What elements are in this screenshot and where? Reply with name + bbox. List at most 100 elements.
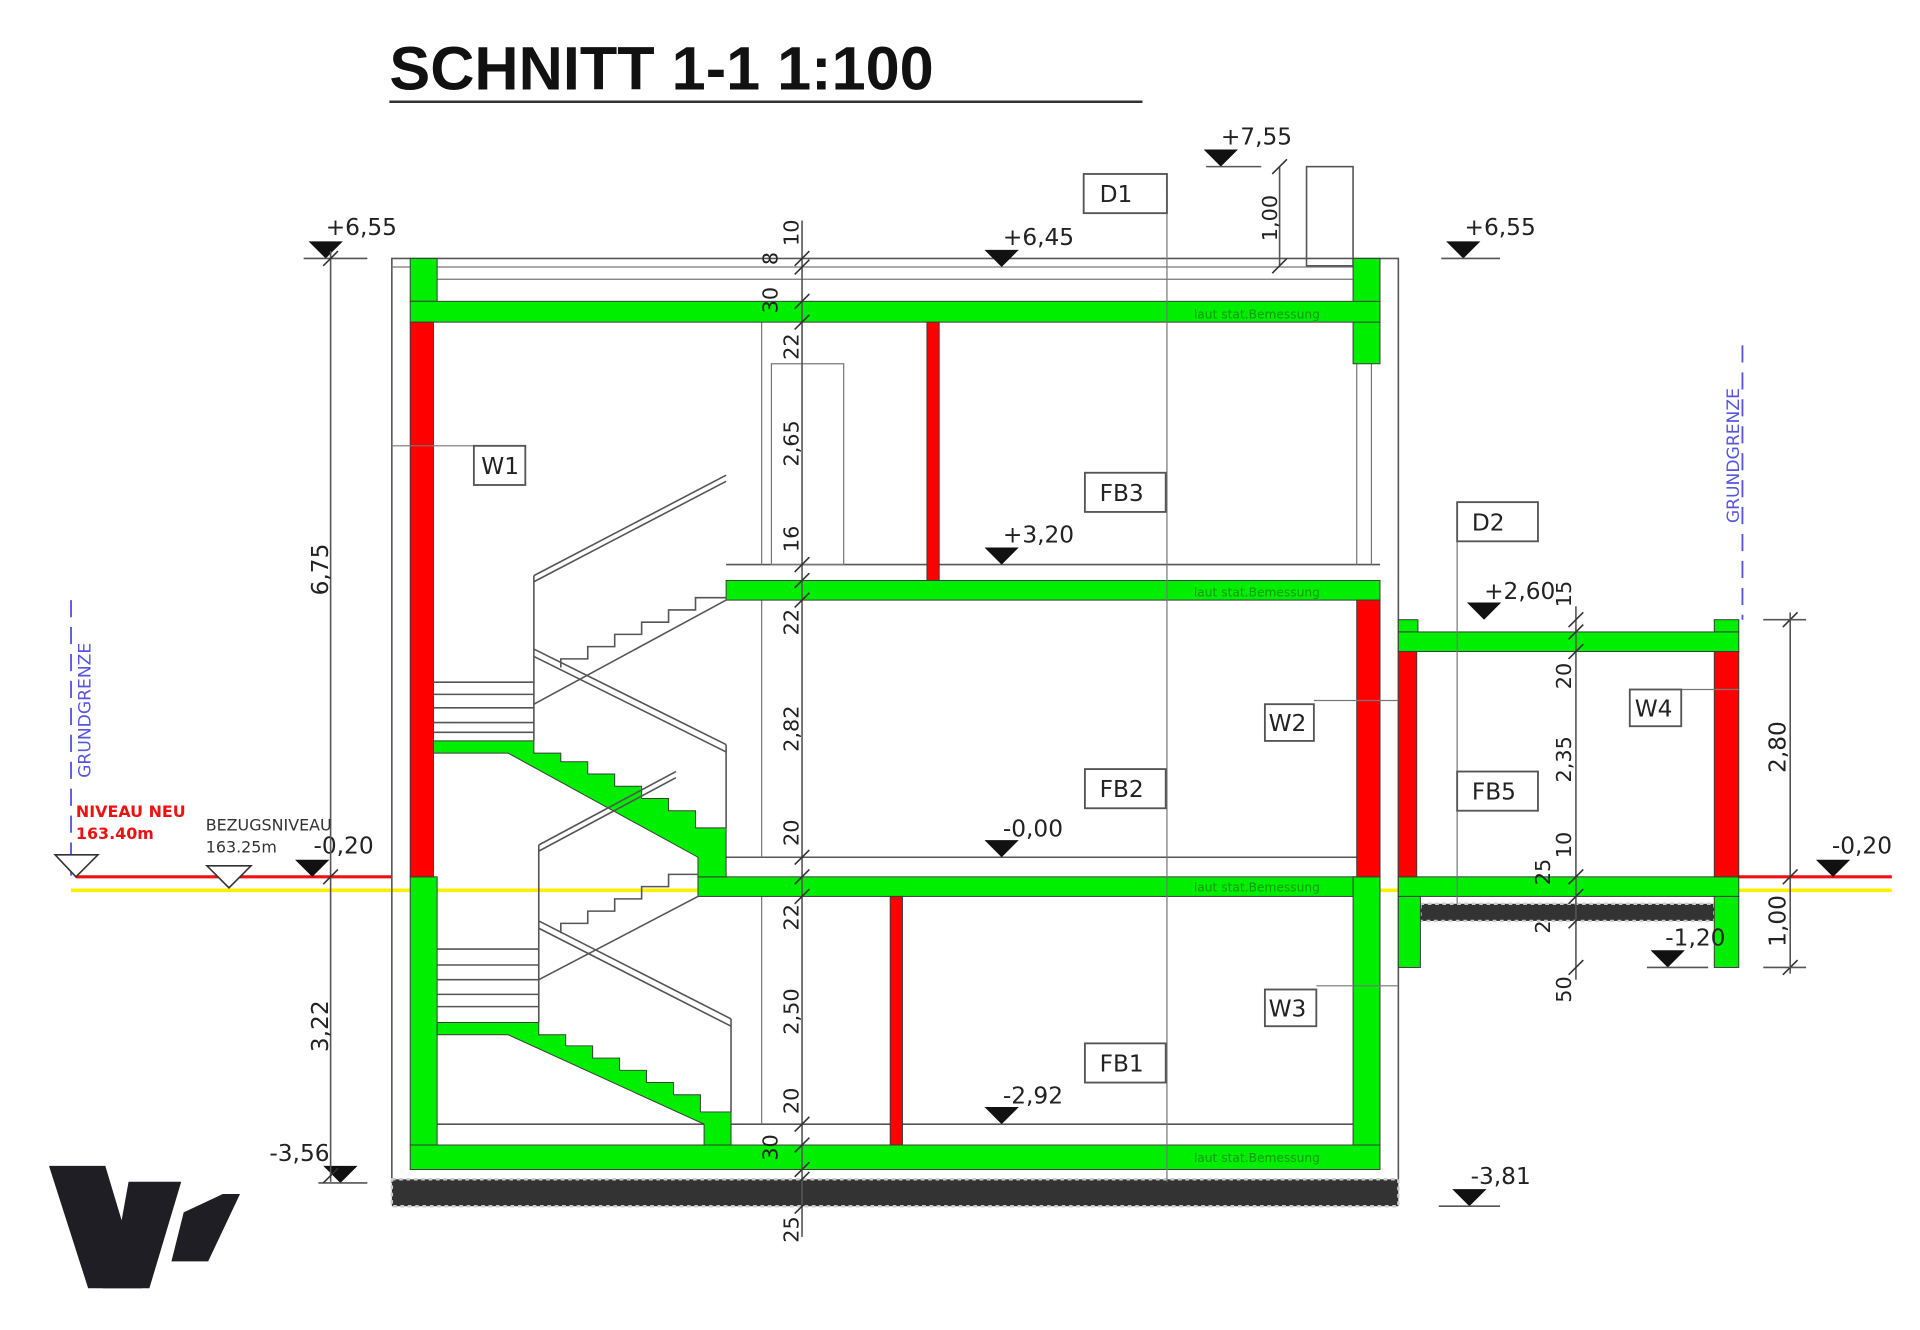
label-d1: D1 <box>1082 173 1168 215</box>
svg-text:FB5: FB5 <box>1472 779 1516 806</box>
svg-text:-3,81: -3,81 <box>1471 1163 1531 1190</box>
dim-overall-lower: 3,22 <box>307 1000 334 1052</box>
svg-text:25: 25 <box>779 1216 803 1242</box>
slab-fb1 <box>409 1144 1381 1170</box>
svg-text:+7,55: +7,55 <box>1221 124 1292 151</box>
svg-text:GRUNDGRENZE: GRUNDGRENZE <box>1724 388 1744 523</box>
slab-note-fb1: laut stat.Bemessung <box>1194 1151 1320 1165</box>
svg-text:22: 22 <box>779 904 803 930</box>
annex-roof-d2 <box>1397 631 1740 653</box>
property-boundary-left: GRUNDGRENZE <box>70 600 96 876</box>
property-boundary-right: GRUNDGRENZE <box>1724 345 1744 620</box>
svg-text:2,82: 2,82 <box>779 706 803 752</box>
level-markers: +6,55 +7,55 +6,45 +6,55 +3,20 +2,60 -0,0… <box>269 124 1892 1208</box>
svg-text:-3,56: -3,56 <box>269 1140 329 1167</box>
svg-text:FB2: FB2 <box>1100 776 1144 803</box>
dim-annex-lower: 1,00 <box>1764 895 1791 947</box>
basement-partition <box>889 895 903 1146</box>
svg-text:30: 30 <box>759 287 783 313</box>
label-w1: W1 <box>472 444 527 486</box>
annex-gravel-bed <box>1420 903 1715 921</box>
svg-text:-2,92: -2,92 <box>1003 1082 1063 1109</box>
svg-text:NIVEAU NEU: NIVEAU NEU <box>76 802 186 821</box>
level-basement-bottom: -3,81 <box>1438 1163 1531 1208</box>
level-annex-roof: +2,60 <box>1466 578 1555 620</box>
slab-fb3 <box>725 580 1381 601</box>
svg-text:20: 20 <box>1552 663 1576 689</box>
upper-stair-flight <box>432 740 727 878</box>
svg-text:+6,45: +6,45 <box>1003 224 1074 251</box>
svg-text:25: 25 <box>1531 859 1555 885</box>
drawing-title: SCHNITT 1-1 1:100 <box>389 34 933 102</box>
svg-text:+6,55: +6,55 <box>326 214 397 241</box>
svg-text:163.40m: 163.40m <box>76 824 154 843</box>
annex-wall-left <box>1397 651 1418 878</box>
svg-text:16: 16 <box>779 526 803 552</box>
level-basement-floor: -2,92 <box>984 1082 1063 1125</box>
level-top-right: +6,55 <box>1441 214 1536 260</box>
basement-wall-w3 <box>1352 876 1381 1146</box>
annex-footing-left <box>1397 895 1421 968</box>
dim-overall-upper: 6,75 <box>307 544 334 596</box>
slab-note-fb2: laut stat.Bemessung <box>1194 881 1320 895</box>
svg-text:-0,00: -0,00 <box>1003 815 1063 842</box>
svg-text:FB3: FB3 <box>1100 480 1144 507</box>
lower-stair-flight <box>436 1022 732 1146</box>
svg-text:10: 10 <box>1552 832 1576 858</box>
svg-text:163.25m: 163.25m <box>206 837 277 856</box>
company-logo <box>48 1165 240 1289</box>
svg-text:FB1: FB1 <box>1100 1051 1144 1078</box>
svg-text:20: 20 <box>779 820 803 846</box>
basement-wall-left <box>409 876 438 1146</box>
label-w4: W4 <box>1628 688 1683 728</box>
slab-note-fb3: laut stat.Bemessung <box>1194 585 1320 599</box>
label-fb2: FB2 <box>1083 768 1167 810</box>
level-annex-foundation: -1,20 <box>1646 924 1725 969</box>
svg-text:+3,20: +3,20 <box>1003 522 1074 549</box>
svg-text:22: 22 <box>779 609 803 635</box>
svg-text:W1: W1 <box>481 453 519 480</box>
svg-text:2,35: 2,35 <box>1552 736 1576 782</box>
dim-annex-upper: 2,80 <box>1764 721 1791 773</box>
annex-footing-right <box>1713 895 1740 968</box>
roof-slab-d1 <box>409 300 1381 323</box>
dimension-texts: 6,75 3,22 1,00 10 8 30 22 2,65 16 22 2,8… <box>307 195 1791 1243</box>
component-labels: D1 W1 FB3 D2 W2 W4 FB2 FB5 W3 FB1 <box>391 173 1739 1182</box>
level-terrain-left: -0,20 <box>295 833 374 877</box>
label-fb5: FB5 <box>1456 770 1539 812</box>
dimension-lines <box>322 158 1807 1237</box>
level-roof: +6,45 <box>984 224 1074 268</box>
label-w2: W2 <box>1263 703 1315 742</box>
chimney <box>1305 165 1354 267</box>
label-fb1: FB1 <box>1083 1042 1167 1084</box>
level-basement-left: -3,56 <box>269 1140 368 1184</box>
level-ground-floor: -0,00 <box>984 815 1063 858</box>
gravel-bed <box>391 1179 1399 1207</box>
dim-chimney: 1,00 <box>1258 195 1282 241</box>
wall-w1 <box>409 321 434 878</box>
label-fb3: FB3 <box>1083 471 1167 513</box>
svg-text:2,65: 2,65 <box>779 420 803 466</box>
label-w3: W3 <box>1263 988 1318 1028</box>
svg-text:-0,20: -0,20 <box>1832 833 1892 860</box>
svg-text:+6,55: +6,55 <box>1464 214 1535 241</box>
svg-text:D2: D2 <box>1472 509 1505 536</box>
level-terrain-right: -0,20 <box>1815 833 1892 877</box>
svg-text:W2: W2 <box>1269 710 1307 737</box>
svg-text:15: 15 <box>1552 581 1576 607</box>
left-parapet <box>409 257 438 302</box>
svg-text:+2,60: +2,60 <box>1484 578 1555 605</box>
svg-text:W4: W4 <box>1635 695 1673 722</box>
level-upper-floor: +3,20 <box>984 522 1074 565</box>
level-top-left: +6,55 <box>303 214 397 260</box>
svg-text:-1,20: -1,20 <box>1665 924 1725 951</box>
annex-slab-fb5 <box>1397 876 1740 897</box>
svg-text:D1: D1 <box>1100 181 1133 208</box>
bezugsniveau-marker: BEZUGSNIVEAU 163.25m <box>205 815 332 889</box>
upper-partition <box>926 321 940 581</box>
svg-text:W3: W3 <box>1269 995 1307 1022</box>
svg-text:30: 30 <box>759 1134 783 1160</box>
wall-w4 <box>1713 651 1740 878</box>
masonry-elements <box>409 321 1740 1146</box>
